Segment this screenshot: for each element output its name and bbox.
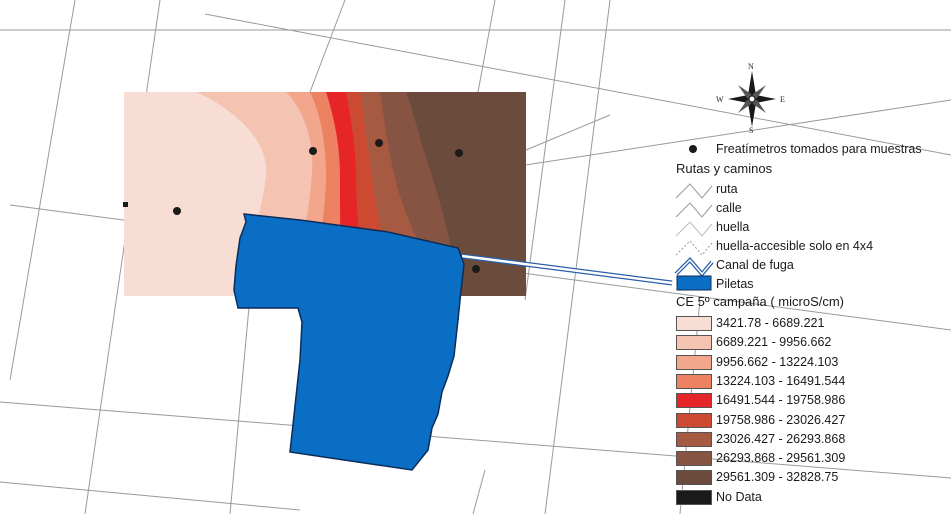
road-line — [0, 481, 301, 511]
legend-piletas-label: Piletas — [716, 277, 754, 291]
road-line — [84, 0, 161, 514]
ce-zone — [406, 92, 526, 296]
ce-class-swatch — [676, 451, 712, 467]
huella-4x4-symbol — [675, 240, 713, 256]
canal-de-fuga — [461, 253, 673, 286]
ce-class-swatch — [676, 316, 712, 331]
legend-calle-label: calle — [716, 201, 742, 215]
canal-symbol-inner — [675, 258, 713, 276]
legend-huella-label: huella — [716, 220, 750, 234]
ce-class-label: No Data — [716, 489, 762, 504]
huella-symbol — [675, 221, 713, 237]
ce-class-label: 9956.662 - 13224.103 — [716, 354, 839, 369]
legend-points-label: Freatímetros tomados para muestras — [716, 142, 922, 156]
freatimetro-point — [472, 265, 480, 273]
legend-symbols — [674, 145, 714, 291]
ce-class-label: 29561.309 - 32828.75 — [716, 470, 839, 485]
legend-ruta-label: ruta — [716, 182, 738, 196]
legend-canal-label: Canal de fuga — [716, 258, 794, 272]
road-line — [309, 0, 346, 93]
ce-class-label: 26293.868 - 29561.309 — [716, 451, 846, 466]
road-line — [229, 295, 251, 514]
ce-class-label: 23026.427 - 26293.868 — [716, 431, 846, 446]
ce-class-swatch — [676, 335, 712, 351]
canal-line-inner — [461, 254, 673, 285]
freatimetro-point — [173, 207, 181, 215]
road-line — [9, 0, 76, 381]
freatimetro-point — [455, 149, 463, 157]
ce-class-swatch — [676, 489, 712, 505]
ce-class-swatch — [676, 393, 712, 409]
compass-south-label: S — [749, 126, 754, 135]
ce-class-label: 3421.78 - 6689.221 — [716, 316, 825, 330]
pileta-polygon — [233, 213, 465, 471]
freatimetro-point — [375, 139, 383, 147]
calle-symbol — [675, 202, 713, 218]
compass-rose-icon — [728, 71, 776, 127]
road-line — [544, 0, 611, 514]
ce-class-label: 19758.986 - 23026.427 — [716, 412, 846, 427]
road-line — [525, 114, 611, 151]
road-line — [524, 0, 566, 301]
ruta-symbol — [675, 183, 713, 199]
freatimetros — [123, 139, 480, 273]
road-line — [472, 469, 486, 514]
road-line — [0, 401, 951, 479]
piletas-swatch — [676, 275, 712, 291]
road-line — [477, 0, 496, 93]
ce-class-swatch — [676, 354, 712, 370]
no-data-marker — [123, 202, 128, 207]
legend-rutas-title: Rutas y caminos — [676, 161, 773, 176]
canal-symbol-outer — [674, 257, 714, 278]
ce-class-label: 13224.103 - 16491.544 — [716, 373, 846, 388]
ce-class-label: 6689.221 - 9956.662 — [716, 335, 832, 350]
legend-huella-4x4-label: huella-accesible solo en 4x4 — [716, 239, 874, 253]
compass-west-label: W — [716, 95, 724, 104]
ce-class-swatch — [676, 373, 712, 389]
road-line — [204, 13, 951, 156]
compass-east-label: E — [780, 95, 785, 104]
ce-class-label: 16491.544 - 19758.986 — [716, 393, 846, 408]
freatimetro-point — [309, 147, 317, 155]
legend-point-icon — [689, 145, 697, 153]
ce-class-swatch — [676, 431, 712, 447]
ce-class-swatch — [676, 412, 712, 428]
legend-ce-title: CE 5º campaña ( microS/cm) — [676, 294, 845, 309]
compass-north-label: N — [748, 62, 754, 71]
ce-class-swatch — [676, 470, 712, 486]
